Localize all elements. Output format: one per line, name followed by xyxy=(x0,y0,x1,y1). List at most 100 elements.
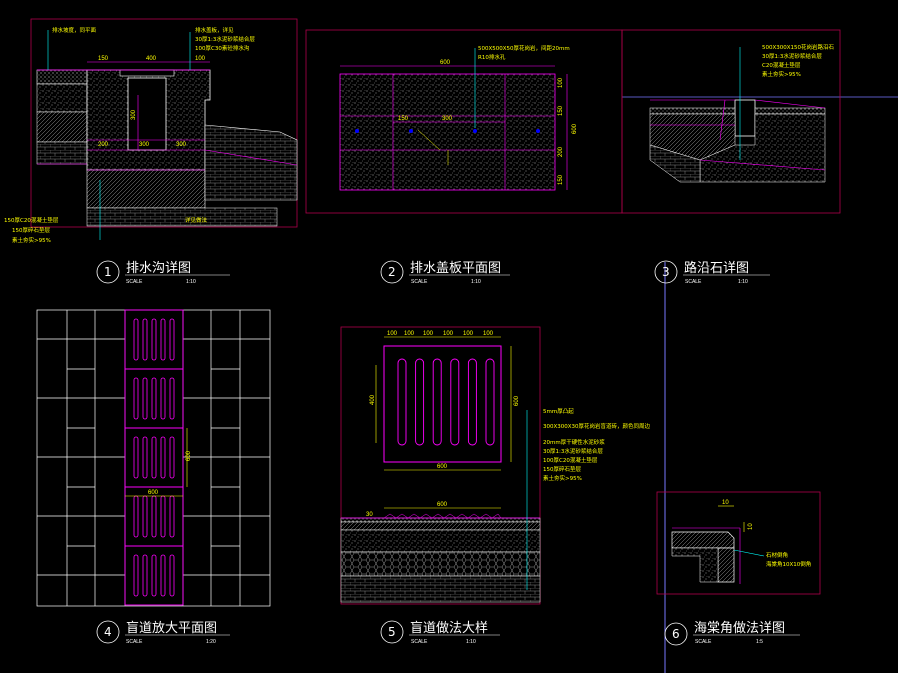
tactile-tile-large xyxy=(383,345,502,463)
svg-text:150: 150 xyxy=(398,116,409,122)
svg-text:100: 100 xyxy=(558,77,564,88)
tactile-bar xyxy=(133,318,139,361)
svg-text:30厚1:3水泥砂浆结合层: 30厚1:3水泥砂浆结合层 xyxy=(543,447,603,455)
svg-text:600: 600 xyxy=(148,490,159,496)
soil-layer xyxy=(36,141,88,165)
tactile-bar xyxy=(169,554,175,597)
svg-text:100: 100 xyxy=(463,331,474,337)
svg-text:150厚碎石垫层: 150厚碎石垫层 xyxy=(543,465,581,473)
svg-text:600: 600 xyxy=(572,123,578,134)
drawing-tactile-plan: 600 600 4 盲道放大平面图 SCALE 1:20 xyxy=(36,309,271,645)
tactile-bar xyxy=(142,554,148,597)
tactile-tile xyxy=(124,545,184,606)
svg-text:100: 100 xyxy=(387,331,398,337)
svg-text:1:20: 1:20 xyxy=(206,639,216,645)
svg-text:1:10: 1:10 xyxy=(466,639,476,645)
svg-text:素土夯实>95%: 素土夯实>95% xyxy=(762,70,801,78)
svg-text:R10排水孔: R10排水孔 xyxy=(478,53,506,61)
tactile-bar xyxy=(169,495,175,538)
dimensions: 600 600 xyxy=(125,428,192,497)
frame xyxy=(340,326,541,605)
drain-holes xyxy=(355,129,540,133)
tactile-bar xyxy=(169,377,175,420)
svg-text:600: 600 xyxy=(437,502,448,508)
svg-text:盲道做法大样: 盲道做法大样 xyxy=(410,620,488,636)
tactile-bar xyxy=(142,318,148,361)
curb-stone-body xyxy=(734,99,756,137)
svg-text:30厚1:3水泥砂浆结合层: 30厚1:3水泥砂浆结合层 xyxy=(762,52,822,60)
tactile-bar xyxy=(160,436,166,479)
tactile-bar xyxy=(169,318,175,361)
drawing-curb-stone: 500X300X150花岗岩路沿石 30厚1:3水泥砂浆结合层 C20混凝土垫层… xyxy=(621,29,841,285)
svg-text:2: 2 xyxy=(388,265,396,279)
tactile-bar-large xyxy=(415,358,425,446)
svg-text:400: 400 xyxy=(370,394,376,405)
paving-layer xyxy=(36,69,88,85)
dimensions: 600 600 100 150 200 150 150 300 xyxy=(340,60,578,190)
frame xyxy=(621,29,841,214)
dimensions: 10 10 xyxy=(718,500,754,532)
annotations: 排水坡度，同平面 排水盖板，详见 30厚1:3水泥砂浆结合层 100厚C30素砼… xyxy=(4,26,255,244)
svg-text:素土夯实>95%: 素土夯实>95% xyxy=(12,236,51,244)
svg-text:盲道放大平面图: 盲道放大平面图 xyxy=(126,620,217,636)
tactile-bar xyxy=(160,495,166,538)
dim-mid-2: 300 xyxy=(139,142,150,148)
tactile-bar xyxy=(151,318,157,361)
dimensions: 150 400 100 200 300 300 300 xyxy=(87,56,210,151)
svg-text:600: 600 xyxy=(437,464,448,470)
svg-text:1: 1 xyxy=(104,265,112,279)
svg-text:1:10: 1:10 xyxy=(738,279,748,285)
drawing-tactile-section: 100 100 100 100 100 100 600 400 600 600 … xyxy=(340,326,651,645)
svg-text:150厚碎石垫层: 150厚碎石垫层 xyxy=(12,226,50,234)
ditch-base xyxy=(86,169,206,209)
svg-text:600: 600 xyxy=(514,395,520,406)
svg-text:C20混凝土垫层: C20混凝土垫层 xyxy=(762,61,801,69)
svg-text:600: 600 xyxy=(186,450,192,461)
svg-text:30: 30 xyxy=(366,512,373,518)
svg-text:SCALE: SCALE xyxy=(411,639,428,645)
svg-text:排水盖板，详见: 排水盖板，详见 xyxy=(195,26,234,34)
dim-top-3: 100 xyxy=(195,56,206,62)
annotations: 5mm厚凸起 300X300X30厚花岗岩盲道砖，颜色同周边 20mm厚干硬性水… xyxy=(526,408,651,590)
tactile-bar xyxy=(142,495,148,538)
svg-text:4: 4 xyxy=(104,625,112,639)
tactile-bar-large xyxy=(485,358,495,446)
svg-text:150: 150 xyxy=(558,174,564,185)
tactile-bar xyxy=(133,436,139,479)
svg-text:石材倒角: 石材倒角 xyxy=(766,551,788,559)
note-left: 排水坡度，同平面 xyxy=(52,26,97,34)
tactile-bar xyxy=(151,436,157,479)
svg-text:300: 300 xyxy=(442,116,453,122)
stone-top xyxy=(671,531,735,549)
tactile-bar xyxy=(142,436,148,479)
tactile-bar xyxy=(133,554,139,597)
frame xyxy=(30,18,298,228)
svg-text:SCALE: SCALE xyxy=(126,639,143,645)
svg-text:排水盖板平面图: 排水盖板平面图 xyxy=(410,261,501,276)
tactile-bar-large xyxy=(450,358,460,446)
tactile-bar-large xyxy=(397,358,407,446)
frame xyxy=(656,491,821,595)
svg-text:素土夯实>95%: 素土夯实>95% xyxy=(543,474,582,482)
svg-text:20mm厚干硬性水泥砂浆: 20mm厚干硬性水泥砂浆 xyxy=(543,438,605,446)
tactile-bar xyxy=(133,495,139,538)
svg-text:500X300X150花岗岩路沿石: 500X300X150花岗岩路沿石 xyxy=(762,43,835,51)
svg-text:100: 100 xyxy=(404,331,415,337)
cover-plate xyxy=(339,73,556,191)
svg-text:1:10: 1:10 xyxy=(471,279,481,285)
tactile-bar xyxy=(160,318,166,361)
svg-text:300X300X30厚花岗岩盲道砖，颜色同周边: 300X300X30厚花岗岩盲道砖，颜色同周边 xyxy=(543,422,651,430)
svg-text:1:10: 1:10 xyxy=(186,279,196,285)
svg-text:100: 100 xyxy=(483,331,494,337)
dimensions: 100 100 100 100 100 100 600 400 600 600 … xyxy=(366,331,520,564)
dim-depth: 300 xyxy=(131,109,137,120)
axis-lines xyxy=(622,96,898,673)
drawing-drainage-cover-plan: 600 600 100 150 200 150 150 300 500X500X… xyxy=(305,29,623,285)
svg-text:排水沟详图: 排水沟详图 xyxy=(126,261,191,276)
mortar xyxy=(671,547,719,583)
svg-text:5: 5 xyxy=(388,625,396,639)
svg-text:SCALE: SCALE xyxy=(685,279,702,285)
soil xyxy=(649,144,701,183)
ditch-footing xyxy=(86,207,278,227)
